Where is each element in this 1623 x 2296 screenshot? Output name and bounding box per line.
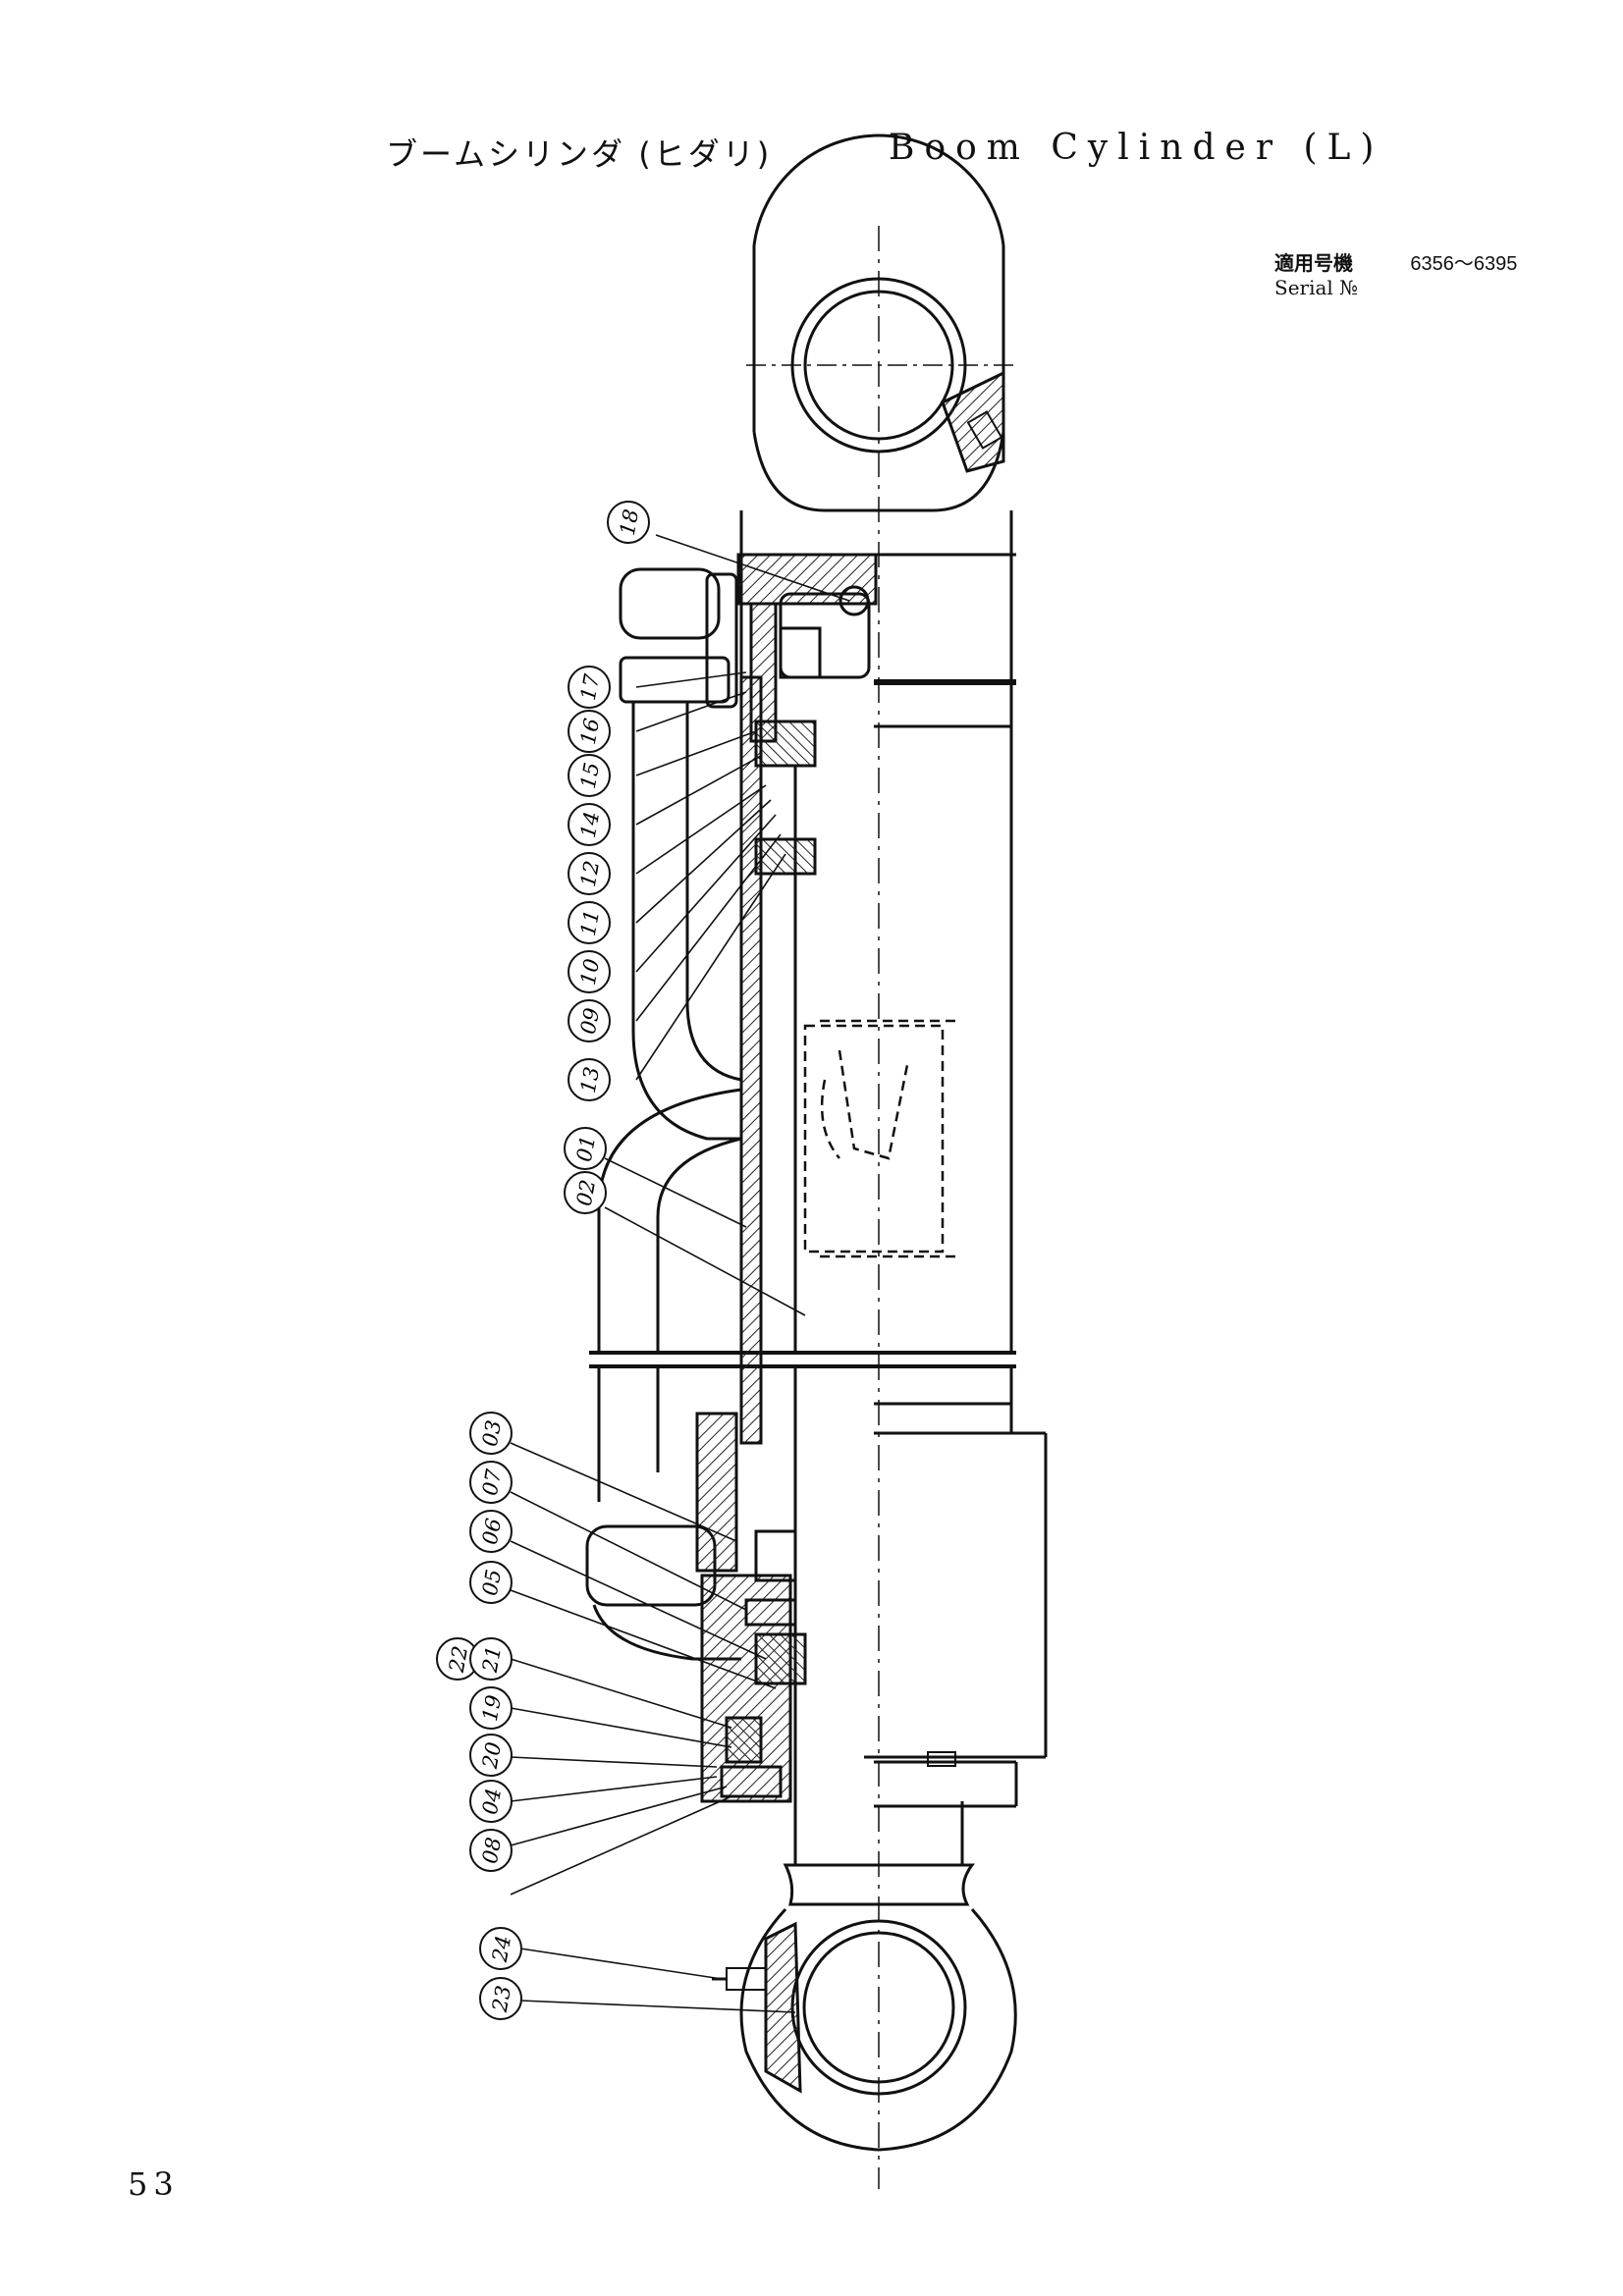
- callout-16-label: 16: [576, 717, 604, 746]
- callout-03: 03: [469, 1412, 513, 1455]
- callout-22-label: 22: [445, 1644, 472, 1675]
- callout-07-label: 07: [478, 1467, 506, 1497]
- callout-11: 11: [568, 901, 611, 944]
- callout-11-label: 11: [576, 908, 604, 937]
- serial-label-en: Serial №: [1274, 276, 1359, 299]
- callout-17: 17: [568, 666, 611, 709]
- serial-number-block: 適用号機 6356〜6395 Serial №: [1274, 251, 1517, 299]
- callout-10-label: 10: [576, 957, 604, 987]
- callout-19: 19: [469, 1686, 513, 1730]
- callout-16: 16: [568, 710, 611, 753]
- callout-09-label: 09: [576, 1006, 604, 1036]
- callout-10: 10: [568, 950, 611, 993]
- callout-14: 14: [568, 803, 611, 846]
- callout-17-label: 17: [576, 671, 604, 702]
- callout-20-label: 20: [478, 1740, 506, 1771]
- lower-tube: [597, 1366, 1048, 1816]
- title-english: Boom Cylinder (L): [889, 128, 1384, 168]
- callout-12-label: 12: [576, 859, 604, 888]
- callout-03-label: 03: [478, 1418, 506, 1448]
- serial-row-ja: 適用号機 6356〜6395: [1274, 251, 1517, 276]
- callout-12: 12: [568, 852, 611, 895]
- callout-07: 07: [469, 1461, 513, 1504]
- callout-19-label: 19: [478, 1693, 506, 1723]
- callout-08: 08: [469, 1829, 513, 1872]
- callout-14-label: 14: [576, 810, 604, 839]
- cylinder-tube: [589, 510, 1016, 1368]
- callout-13-label: 13: [576, 1065, 604, 1095]
- callout-04-label: 04: [478, 1787, 506, 1816]
- callouts: 18 17 16 15 14 12 11 10: [436, 501, 650, 2020]
- callout-24: 24: [479, 1927, 522, 1970]
- callout-13: 13: [568, 1058, 611, 1101]
- callout-24-label: 24: [488, 1934, 515, 1964]
- serial-range: 6356〜6395: [1410, 253, 1518, 275]
- callout-23: 23: [479, 1977, 522, 2020]
- callout-21-label: 21: [478, 1644, 506, 1675]
- lower-elbow: [585, 1412, 741, 1661]
- rod-lower: [783, 1801, 975, 1906]
- callout-04: 04: [469, 1780, 513, 1823]
- callout-21: 21: [469, 1637, 513, 1681]
- callout-20: 20: [469, 1734, 513, 1777]
- callout-06: 06: [469, 1510, 513, 1553]
- title-japanese: ブームシリンダ (ヒダリ): [386, 135, 773, 173]
- callout-06-label: 06: [478, 1517, 506, 1546]
- top-eye: [746, 133, 1016, 512]
- serial-row-en: Serial №: [1274, 276, 1517, 299]
- cylinder-outline: [585, 133, 1048, 2189]
- callout-15: 15: [568, 754, 611, 797]
- callout-05-label: 05: [478, 1568, 506, 1597]
- callout-01-label: 01: [572, 1134, 600, 1163]
- callout-15-label: 15: [576, 761, 604, 790]
- bottom-eye: [712, 1907, 1017, 2152]
- callout-02: 02: [564, 1171, 607, 1214]
- callout-08-label: 08: [478, 1836, 506, 1865]
- callout-22: 22: [436, 1637, 479, 1681]
- callout-23-label: 23: [488, 1984, 515, 2014]
- page-number: 53: [128, 2165, 180, 2203]
- leader-lines: [510, 534, 850, 2013]
- callout-18-label: 18: [616, 507, 643, 537]
- pipe-clamp: [803, 1019, 957, 1258]
- callout-02-label: 02: [572, 1178, 600, 1207]
- upper-pipe: [597, 567, 742, 1355]
- callout-01: 01: [564, 1127, 607, 1170]
- serial-label-ja: 適用号機: [1274, 251, 1353, 275]
- callout-05: 05: [469, 1561, 513, 1604]
- piston-rod: [739, 675, 763, 1445]
- callout-09: 09: [568, 999, 611, 1042]
- callout-18: 18: [607, 501, 650, 544]
